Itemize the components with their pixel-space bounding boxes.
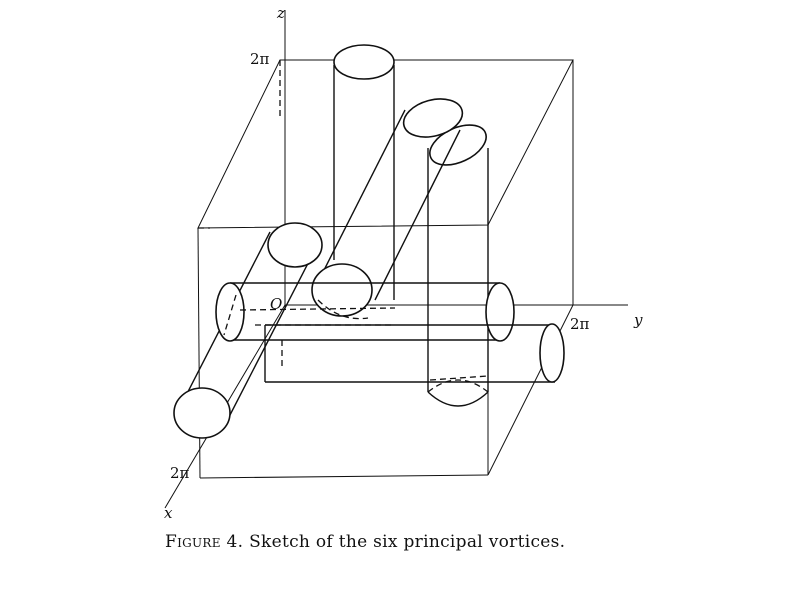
y-tick-2pi: 2π (570, 315, 590, 333)
z-tick-2pi: 2π (250, 50, 270, 68)
y-axis-label: y (633, 311, 643, 329)
x-tick-2pi: 2π (170, 464, 190, 482)
vortex-diagonal-top (311, 98, 464, 320)
vortex-vertical-back (333, 44, 395, 300)
vortex-vertical-front (427, 124, 489, 407)
vortex-horizontal-lower (264, 323, 565, 383)
z-axis-label: z (276, 4, 285, 22)
caption-text: Sketch of the six principal vortices. (243, 532, 566, 552)
caption-prefix: Figure 4. (165, 532, 244, 552)
figure-caption: Figure 4. Sketch of the six principal vo… (165, 532, 565, 552)
x-axis-label: x (164, 504, 173, 522)
axes (164, 10, 628, 509)
box-bottom-front (199, 474, 489, 479)
origin-label: O (270, 295, 282, 313)
box-top-face (197, 59, 574, 229)
bounding-box (197, 59, 574, 479)
vortex-diagonal-left (173, 222, 323, 439)
box-edge-front-left (197, 227, 201, 479)
